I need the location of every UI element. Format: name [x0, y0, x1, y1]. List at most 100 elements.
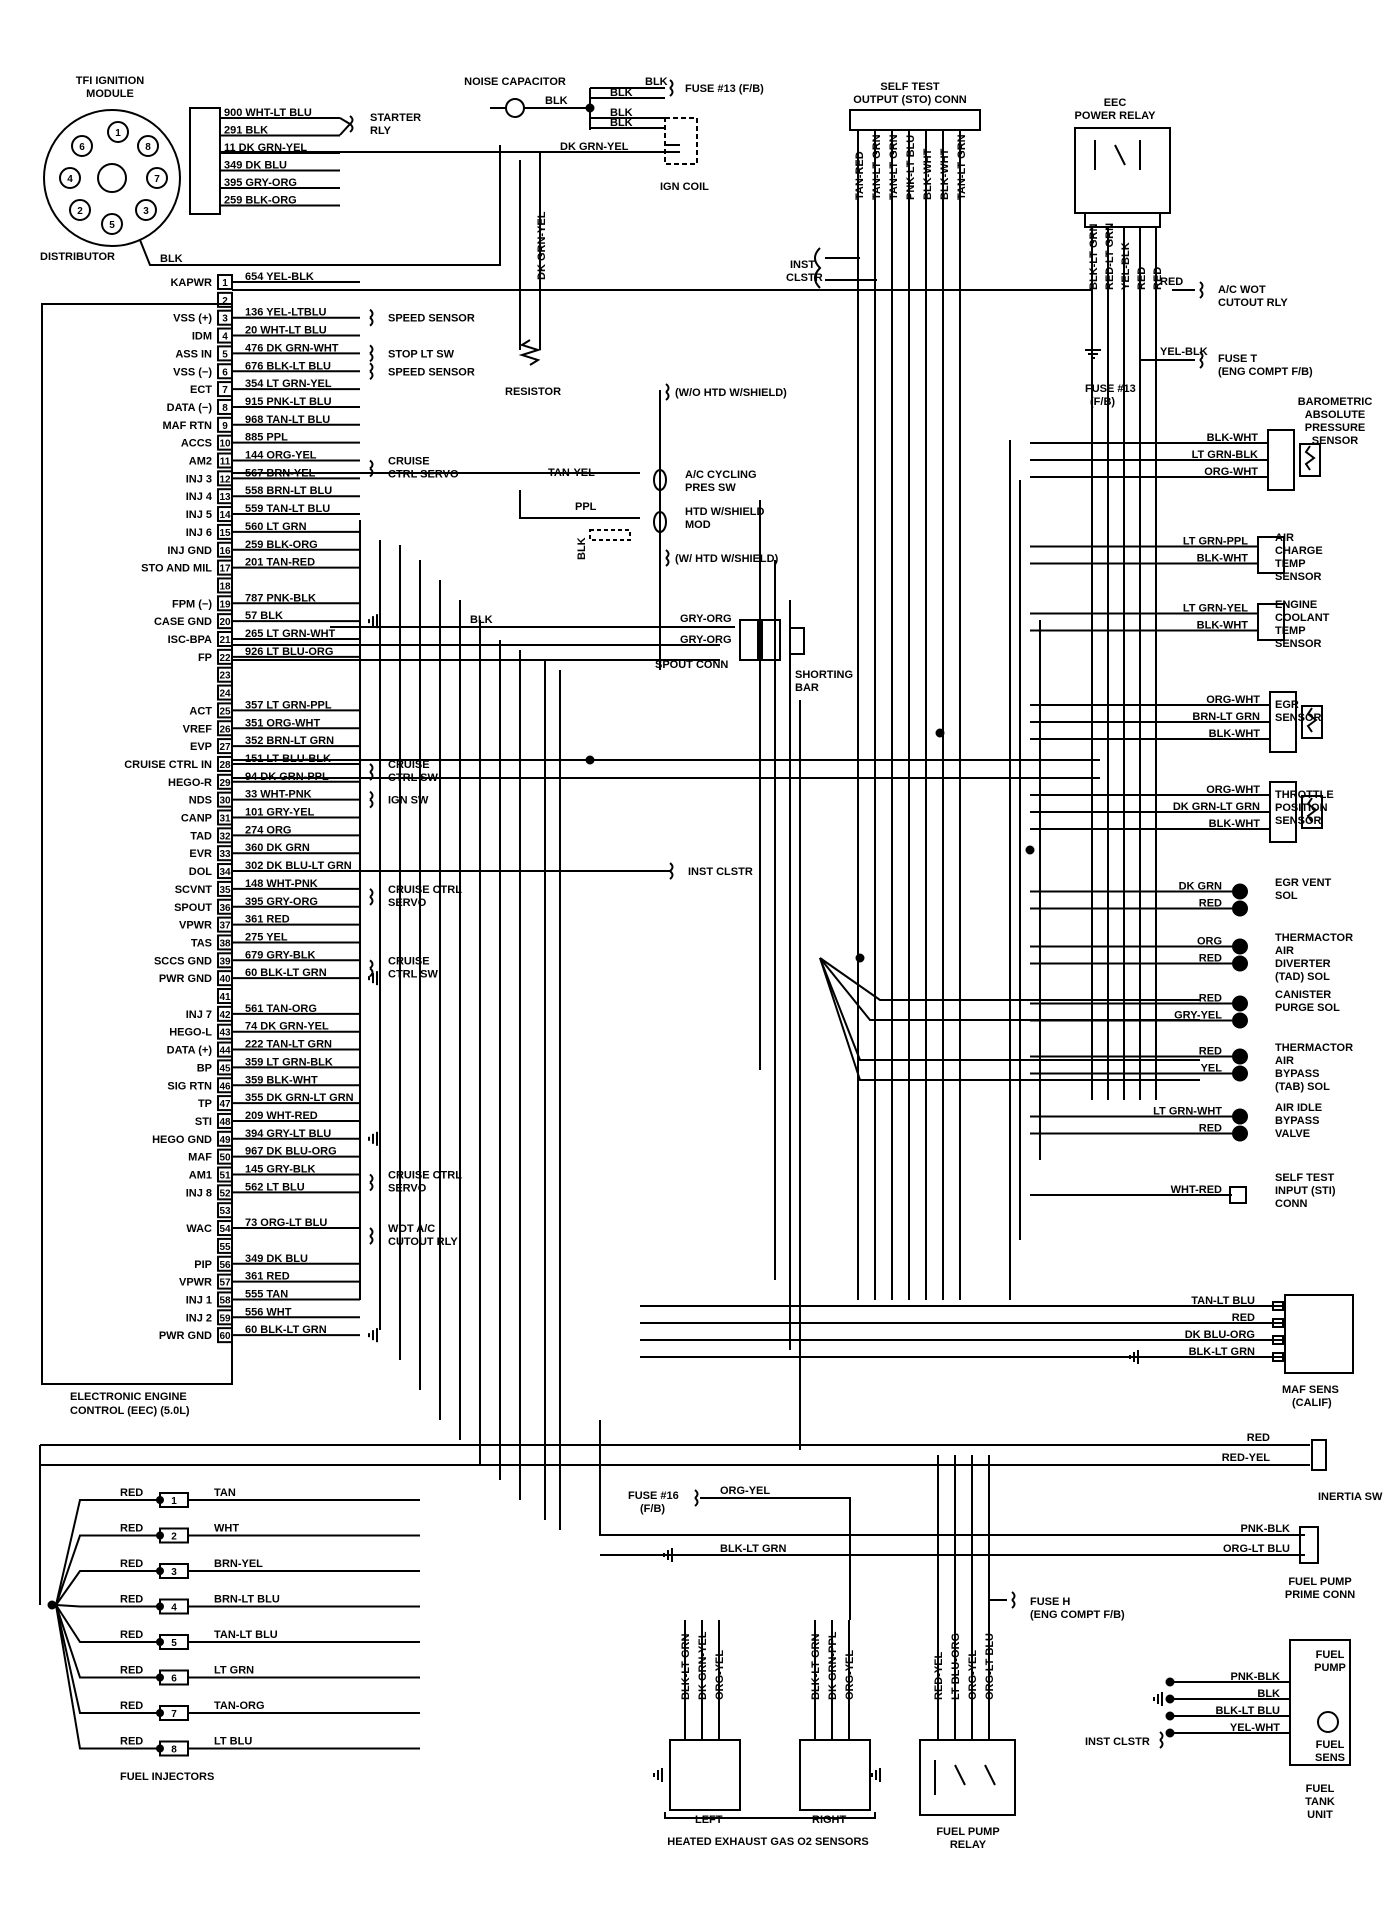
eec-pin-number: 59 [219, 1313, 231, 1324]
connector-icon [665, 549, 670, 567]
eec-pin-name: VPWR [179, 920, 212, 932]
cruise-servo-label: CRUISE CTRL [388, 884, 462, 896]
injector-red-label: RED [120, 1736, 143, 1748]
ground-icon [1153, 1692, 1163, 1706]
eec-pin-box [217, 738, 233, 755]
inertia-sw-label: INERTIA SW [1318, 1491, 1383, 1503]
sensor-wire-label: RED [1199, 898, 1222, 910]
cruise-servo-label: SERVO [388, 1183, 427, 1195]
eec-pin-number: 39 [219, 956, 231, 967]
inertia-wire-label: RED [1247, 1432, 1270, 1444]
starter-label: RLY [370, 125, 392, 137]
wire [55, 1604, 160, 1643]
eec-pin-box [217, 452, 233, 469]
eec-pin-box [217, 541, 233, 558]
distributor-terminal-number: 8 [145, 142, 151, 153]
sensor-wire-label: ORG-WHT [1206, 784, 1260, 796]
fuse16-label: (F/B) [640, 1503, 665, 1515]
eec-wire-label: 354 LT GRN-YEL [245, 378, 332, 390]
sensor-wire-label: DK GRN [1179, 881, 1222, 893]
eec-pin-number: 55 [219, 1242, 231, 1253]
eec-wire-label: 654 YEL-BLK [245, 271, 314, 283]
right-o2-wire-label: BLK-LT GRN [810, 1634, 822, 1700]
eec-pin-box [217, 1023, 233, 1040]
distributor-terminal-number: 6 [79, 142, 85, 153]
connector-icon [1011, 1591, 1016, 1609]
sensor-name: ENGINE [1275, 599, 1317, 611]
sensor-wire-label: RED [1199, 1046, 1222, 1058]
cruise-servo-label: CTRL SERVO [388, 469, 459, 481]
eec-pin-name: BP [197, 1062, 212, 1074]
eec-pin-name: ASS IN [175, 348, 212, 360]
eec-pin-box [217, 381, 233, 398]
maf-wire-label: TAN-LT BLU [1191, 1295, 1255, 1307]
eec-pin-name: INJ GND [167, 545, 212, 557]
splice-dot [47, 1600, 57, 1610]
eec-pin-number: 60 [219, 1331, 231, 1342]
eec-pin-number: 12 [219, 474, 231, 485]
sensor-wire-label: BLK-WHT [1197, 620, 1249, 632]
eec-pin-number: 38 [219, 938, 231, 949]
eec-pin-name: NDS [189, 795, 212, 807]
o2-bracket [664, 1812, 876, 1819]
eec-pin-number: 45 [219, 1063, 231, 1074]
sensor-name: AIR IDLE [1275, 1102, 1322, 1114]
eec-pin-number: 54 [219, 1224, 231, 1235]
ign-coil-label: IGN COIL [660, 181, 709, 193]
tank-wire-label: YEL-WHT [1230, 1722, 1280, 1734]
eec-pin-name: INJ 1 [186, 1294, 212, 1306]
ac-cycling-switch [653, 469, 667, 491]
maf-pin [1272, 1318, 1284, 1328]
injector-terminal [156, 1638, 164, 1646]
eec-module-outline [41, 303, 233, 1385]
eec-pin-box [217, 434, 233, 451]
injector-number: 8 [171, 1745, 177, 1756]
eec-wire-label: 967 DK BLU-ORG [245, 1146, 337, 1158]
injector-terminal [156, 1567, 164, 1575]
eec-pin-number: 2 [222, 296, 228, 307]
eec-pin-box [217, 970, 233, 987]
shorting-bar [789, 627, 805, 655]
eec-wire-label: 355 DK GRN-LT GRN [245, 1092, 354, 1104]
sensor-name: THROTTLE [1275, 789, 1334, 801]
ground-icon [368, 1131, 378, 1146]
left-label: LEFT [695, 1814, 723, 1826]
eec-pin-name: ACT [189, 705, 212, 717]
eec-pin-name: DOL [189, 866, 213, 878]
eec-pin-name: ISC-BPA [168, 634, 212, 646]
sensor-name: EGR VENT [1275, 877, 1332, 889]
sensor-name: INPUT (STI) [1275, 1185, 1336, 1197]
ground-icon [1085, 349, 1101, 359]
connector-icon [694, 1489, 699, 1507]
sensor-name: TEMP [1275, 625, 1306, 637]
wire [819, 957, 1200, 1061]
connector-icon [369, 959, 374, 978]
eec-pin-box [217, 559, 233, 576]
eec-pin-name: INJ 4 [186, 491, 213, 503]
eec-pin-name: FPM (−) [172, 598, 212, 610]
eec-power-relay [1074, 127, 1171, 214]
connector-icon [349, 115, 354, 133]
sto-wire-label: TAN-LT GRN [888, 134, 900, 200]
eec-pin-name: SCVNT [175, 884, 213, 896]
sensor-connector [1267, 429, 1295, 491]
eec-pin-name: HEGO GND [152, 1134, 212, 1146]
sensor-name: AIR [1275, 532, 1294, 544]
sensor-name: AIR [1275, 1055, 1294, 1067]
cruise-sw-label: CRUISE [388, 759, 430, 771]
eec-wire-label: 352 BRN-LT GRN [245, 735, 334, 747]
eec-pin-number: 47 [219, 1099, 231, 1110]
htd-mod-label: HTD W/SHIELD [685, 506, 764, 518]
eec-wire-label: 395 GRY-ORG [245, 896, 318, 908]
wire [55, 1604, 160, 1714]
eec-wire-label: 560 LT GRN [245, 521, 307, 533]
injector-red-label: RED [120, 1665, 143, 1677]
sensor-name: TEMP [1275, 558, 1306, 570]
spout-conn-left [739, 619, 759, 661]
eec-pin-name: STI [195, 1116, 212, 1128]
eec-wire-label: 361 RED [245, 1271, 290, 1283]
solenoid-terminal [1232, 900, 1248, 917]
eec-pin-box [217, 1273, 233, 1290]
eec-pin-box [217, 988, 233, 1004]
fp-relay-label: RELAY [950, 1839, 987, 1851]
